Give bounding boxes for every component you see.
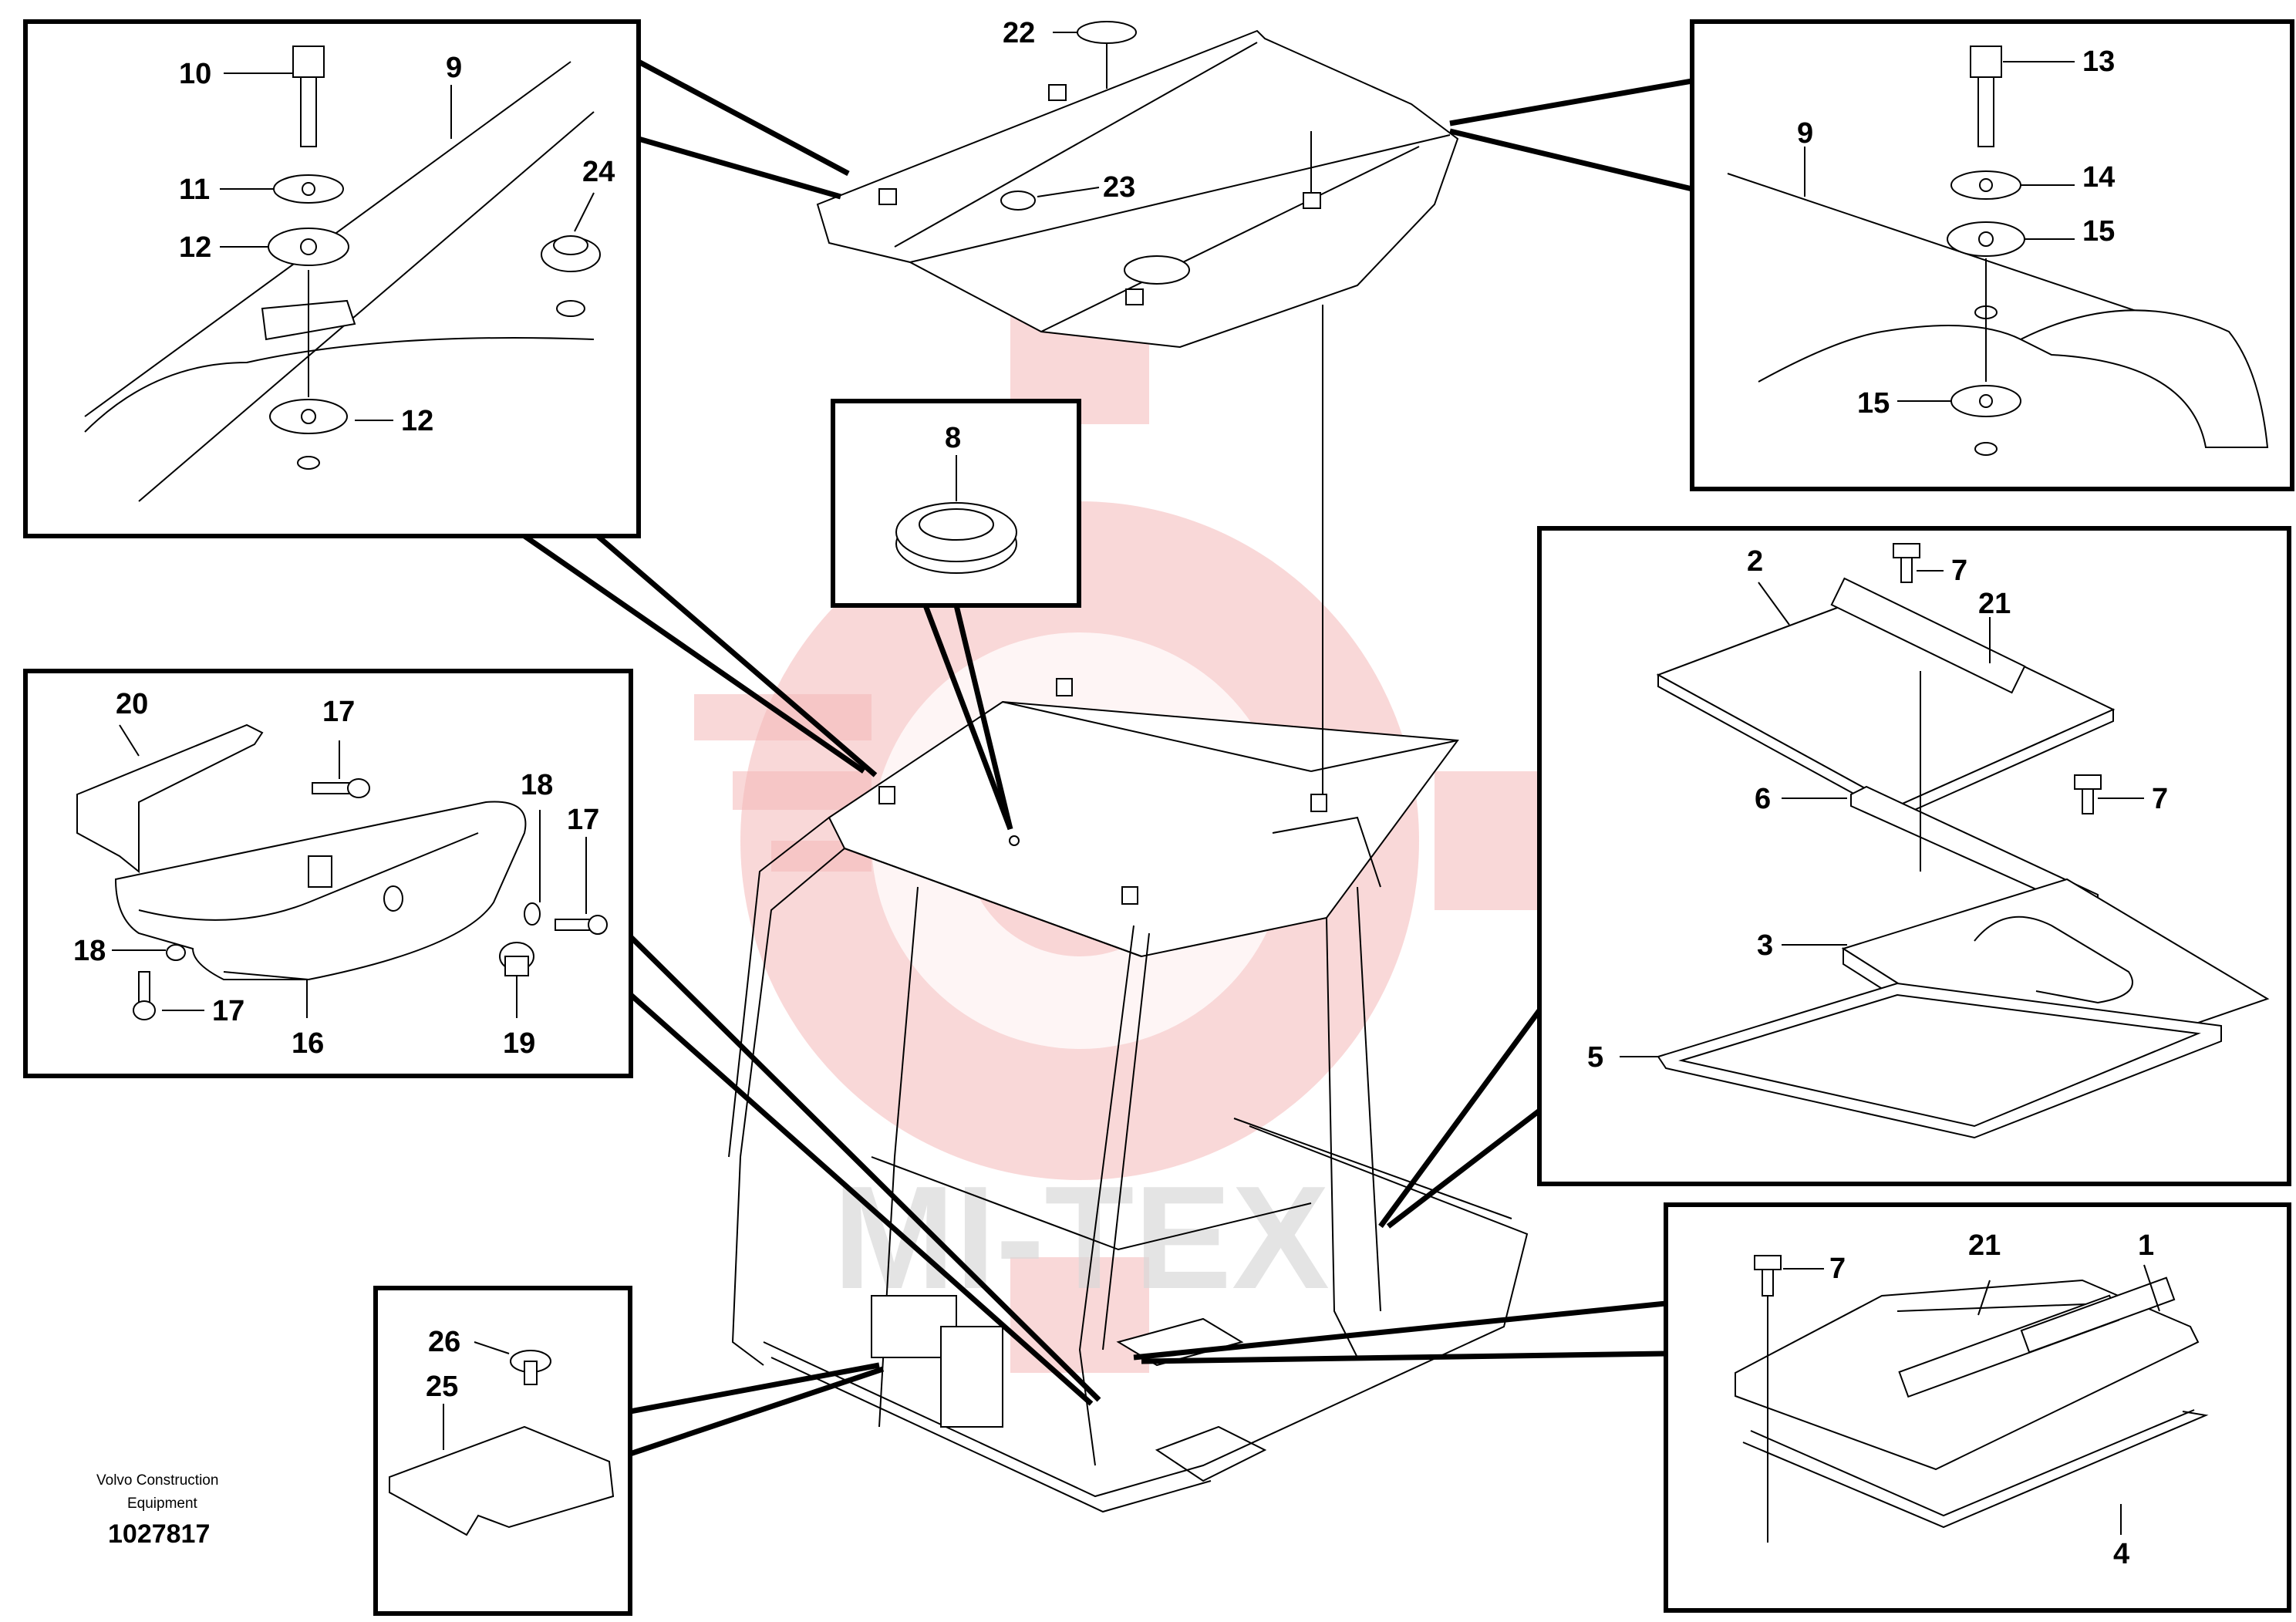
label-20: 20 (116, 688, 148, 720)
detail-box-bracket (23, 669, 633, 1078)
roof-panel (816, 21, 1459, 794)
caption: Volvo Construction Equipment 1027817 (96, 1472, 218, 1549)
caption-number: 1027817 (108, 1519, 210, 1549)
label-4: 4 (2113, 1538, 2129, 1570)
label-15-bottom: 15 (1857, 387, 1890, 420)
caption-line2: Equipment (127, 1496, 198, 1512)
label-21-bottom: 21 (1968, 1229, 2001, 1262)
label-18-right: 18 (521, 769, 553, 801)
detail-box-top-right (1690, 19, 2294, 491)
label-18-left: 18 (73, 935, 106, 967)
label-24: 24 (582, 156, 615, 188)
label-7-mid: 7 (2152, 783, 2168, 815)
detail-box-grommet (831, 399, 1081, 608)
detail-box-floor-plate (1664, 1202, 2291, 1613)
label-10: 10 (179, 58, 211, 90)
label-19: 19 (503, 1027, 535, 1060)
label-7-top: 7 (1951, 555, 1967, 587)
label-2: 2 (1747, 545, 1763, 578)
label-14: 14 (2082, 161, 2115, 194)
caption-line1: Volvo Construction (96, 1472, 218, 1489)
label-26: 26 (428, 1326, 460, 1358)
label-1: 1 (2138, 1229, 2154, 1262)
label-23: 23 (1103, 171, 1135, 204)
detail-box-cover-plate (373, 1286, 632, 1616)
label-3: 3 (1757, 929, 1773, 962)
label-16: 16 (292, 1027, 324, 1060)
label-9-left: 9 (446, 52, 462, 84)
label-25: 25 (426, 1371, 458, 1403)
callout-labels: 22 23 10 9 11 12 12 24 13 9 14 15 15 8 2… (73, 17, 2168, 1570)
label-12-top: 12 (179, 231, 211, 264)
label-5: 5 (1587, 1041, 1603, 1074)
label-11: 11 (179, 174, 210, 206)
label-21-top: 21 (1978, 588, 2011, 620)
detail-box-top-left (23, 19, 641, 538)
label-8: 8 (945, 422, 961, 454)
label-9-right: 9 (1797, 117, 1813, 150)
label-15-top: 15 (2082, 215, 2115, 248)
label-7-bottom: 7 (1829, 1253, 1846, 1285)
label-17-top: 17 (322, 696, 355, 728)
connector-lines (523, 59, 1693, 1457)
label-22: 22 (1003, 17, 1035, 49)
watermark-text: MI-TEX (833, 1156, 1330, 1320)
label-13: 13 (2082, 46, 2115, 78)
detail-box-hatch (1537, 526, 2291, 1186)
label-6: 6 (1755, 783, 1771, 815)
label-17-right: 17 (567, 804, 599, 836)
label-17-bottom: 17 (212, 995, 244, 1027)
label-12-bottom: 12 (401, 405, 433, 437)
